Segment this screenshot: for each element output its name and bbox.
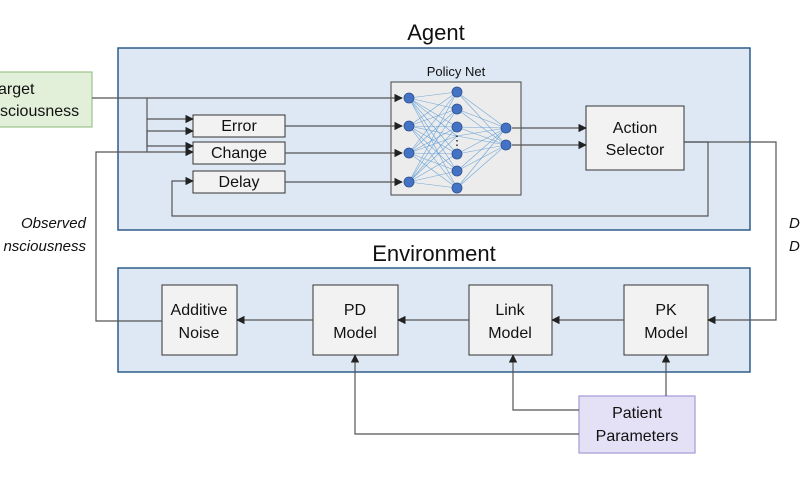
action-selector-line1: Action <box>613 120 657 137</box>
policy-net-edge <box>408 91 458 154</box>
policy-net-nodes <box>403 86 512 194</box>
additive-noise-line2: Noise <box>179 325 220 342</box>
policy-net-node <box>451 86 463 98</box>
policy-net-edge <box>456 91 507 129</box>
policy-net-node <box>403 92 415 104</box>
policy-net-edge <box>408 135 458 183</box>
target-consciousness-box <box>0 71 93 128</box>
patient-parameters-line2: Parameters <box>596 428 679 445</box>
patient-parameters-box <box>578 395 696 454</box>
pk-model-line2: Model <box>644 325 688 342</box>
pd-model-line1: PD <box>344 302 366 319</box>
patient-to-pd-arrow <box>350 354 579 435</box>
policy-net-edge <box>408 152 458 172</box>
policy-net-node <box>451 103 463 115</box>
delay-label: Delay <box>219 174 260 191</box>
agent-title: Agent <box>407 20 465 45</box>
policy-net-node <box>451 165 463 177</box>
policy-net-edge <box>456 108 507 129</box>
observed-consciousness-line1: Observed <box>21 215 87 232</box>
policy-net-edge <box>408 181 458 189</box>
link-model-line2: Model <box>488 325 532 342</box>
target-to-error-arrow <box>92 97 194 124</box>
link-model-box <box>468 284 553 356</box>
policy-net-node <box>451 121 463 133</box>
policy-net-edge <box>456 127 507 137</box>
policy-net-edge <box>408 91 458 127</box>
policy-net-label: Policy Net <box>427 64 486 79</box>
patient-parameters-line1: Patient <box>612 405 662 422</box>
policy-net-edge <box>456 126 507 129</box>
policy-net-edge <box>408 126 458 183</box>
additive-noise-box <box>161 284 238 356</box>
dose-line <box>684 141 777 325</box>
target-label-line1: arget <box>0 81 35 98</box>
policy-net-edge <box>408 125 458 189</box>
drug-dose-label-line2: D <box>789 238 800 255</box>
target-label-line2: sciousness <box>0 103 79 120</box>
environment-title: Environment <box>372 241 496 266</box>
observed-feedback-line <box>95 126 194 322</box>
policy-net-edge <box>408 108 458 154</box>
policy-net-edge <box>408 135 458 154</box>
policy-net-edge <box>456 144 507 189</box>
pd-model-line2: Model <box>333 325 377 342</box>
patient-to-link-arrow <box>508 354 579 411</box>
action-selector-line2: Selector <box>606 142 665 159</box>
policy-net-node <box>403 176 415 188</box>
policy-net-edge <box>408 91 458 183</box>
additive-noise-line1: Additive <box>171 302 228 319</box>
policy-net-edge <box>408 108 458 183</box>
policy-net-edge <box>408 126 458 154</box>
observed-consciousness-line2: nsciousness <box>3 238 86 255</box>
policy-net-edge <box>408 108 458 127</box>
policy-net-node <box>500 122 512 134</box>
change-label: Change <box>211 145 267 162</box>
action-selector-box <box>585 105 685 171</box>
link-model-line1: Link <box>495 302 525 319</box>
error-label: Error <box>221 118 257 135</box>
pd-model-box <box>312 284 399 356</box>
drug-dose-label-line1: D <box>789 215 800 232</box>
policy-net-edge <box>456 127 507 189</box>
policy-net-edge <box>456 127 507 172</box>
policy-net-edge <box>408 153 458 183</box>
policy-net-edge <box>408 125 458 172</box>
policy-net-edge <box>408 97 458 137</box>
pk-model-line1: PK <box>655 302 677 319</box>
policy-net-edge <box>408 97 458 128</box>
policy-net-edge <box>408 152 458 155</box>
policy-net-edge <box>408 125 458 128</box>
policy-net-edge <box>456 135 507 146</box>
policy-net-node <box>403 120 415 132</box>
policy-net-edge <box>408 91 458 99</box>
policy-net-node <box>403 147 415 159</box>
policy-net-edge <box>408 152 458 189</box>
policy-net-edge <box>408 97 458 155</box>
policy-net-node <box>500 139 512 151</box>
policy-net-node <box>451 148 463 160</box>
policy-net-edges <box>408 91 507 189</box>
policy-net-edge <box>456 108 507 146</box>
policy-net-ellipsis: ⋮ <box>451 133 464 148</box>
pk-model-box <box>623 284 709 356</box>
policy-net-edge <box>456 126 507 146</box>
policy-net-edge <box>456 127 507 155</box>
policy-net-node <box>451 182 463 194</box>
policy-net-edge <box>408 170 458 183</box>
